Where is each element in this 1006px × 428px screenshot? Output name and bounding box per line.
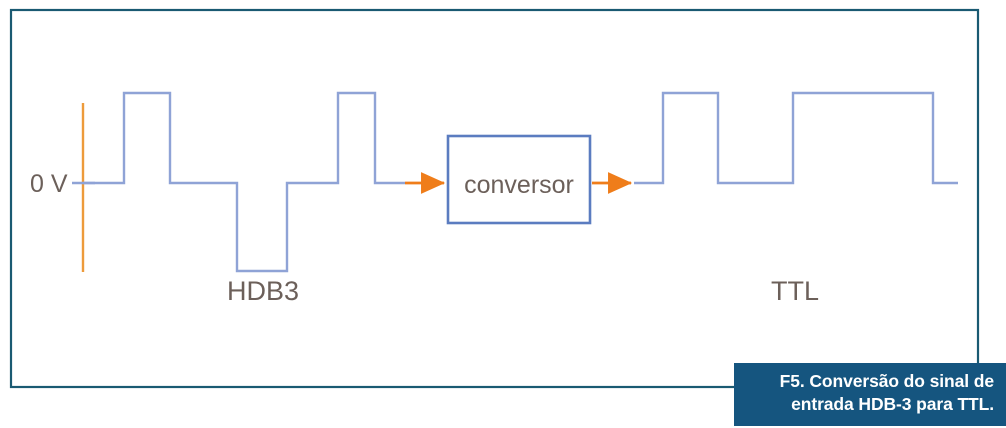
converter-block-label: conversor	[464, 171, 574, 199]
zero-volt-label: 0 V	[30, 170, 68, 198]
caption-line-1: F5. Conversão do sinal de	[779, 371, 994, 391]
figure-caption: F5. Conversão do sinal de entrada HDB-3 …	[734, 363, 1006, 426]
hdb3-waveform	[83, 91, 405, 273]
caption-line-2: entrada HDB-3 para TTL.	[791, 394, 994, 415]
hdb3-label: HDB3	[227, 276, 299, 306]
converter-block[interactable]	[446, 134, 592, 225]
figure-frame	[9, 8, 980, 389]
ttl-waveform	[634, 91, 958, 185]
ttl-label: TTL	[771, 276, 819, 306]
